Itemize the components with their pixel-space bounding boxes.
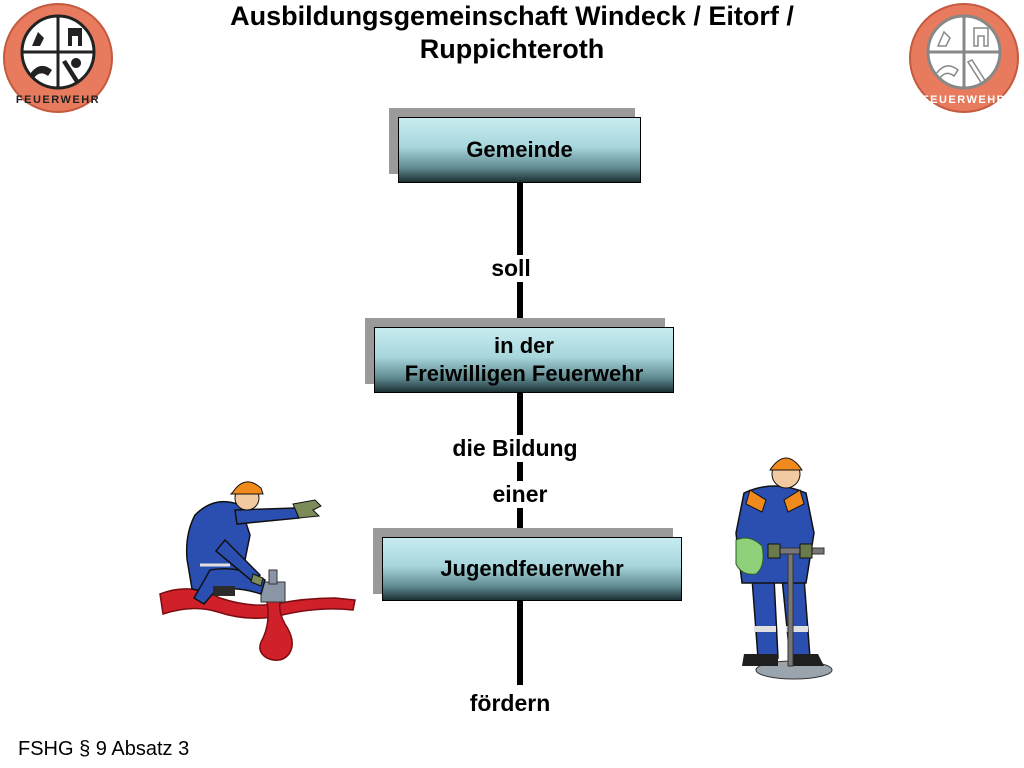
box-gemeinde: Gemeinde [398, 117, 641, 183]
connector-line-2 [517, 392, 523, 537]
title-line-1: Ausbildungsgemeinschaft Windeck / Eitorf… [230, 1, 794, 31]
label-soll: soll [461, 255, 561, 282]
title-line-2: Ruppichteroth [419, 34, 605, 64]
box-jugendfeuerwehr-label: Jugendfeuerwehr [440, 556, 624, 581]
logo-right-text: FEUERWEHR [922, 94, 1006, 106]
label-einer: einer [470, 481, 570, 508]
label-foerdern: fördern [450, 690, 570, 717]
box-freiwillige-line-1: in der [494, 333, 554, 358]
box-jugendfeuerwehr: Jugendfeuerwehr [382, 537, 682, 601]
logo-left-text: FEUERWEHR [16, 94, 100, 106]
box-freiwillige-feuerwehr: in der Freiwilligen Feuerwehr [374, 327, 674, 393]
box-freiwillige-line-2: Freiwilligen Feuerwehr [404, 361, 644, 386]
box-gemeinde-label: Gemeinde [466, 137, 573, 162]
firefighter-standing-key-icon [735, 457, 833, 680]
label-die-bildung: die Bildung [430, 435, 600, 462]
connector-line-3 [517, 600, 523, 685]
footer-reference: FSHG § 9 Absatz 3 [18, 738, 190, 760]
firefighter-kneeling-hydrant-icon [159, 481, 356, 661]
feuerwehr-emblem-icon: FEUERWEHR [3, 3, 113, 113]
page-title: Ausbildungsgemeinschaft Windeck / Eitorf… [150, 0, 874, 66]
feuerwehr-emblem-icon: FEUERWEHR [909, 3, 1019, 113]
